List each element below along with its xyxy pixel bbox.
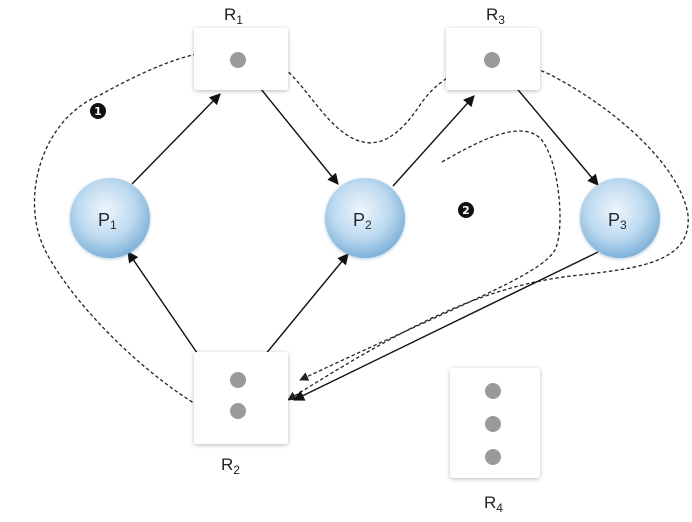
r4-instance-dot-1 xyxy=(485,383,501,399)
r2-instance-dot-1 xyxy=(230,372,246,388)
r4-instance-dot-3 xyxy=(485,449,501,465)
cycle-1-path xyxy=(33,49,689,433)
r3-instance-dot xyxy=(484,52,500,68)
edge-p1-to-r1 xyxy=(131,93,221,185)
p1-label: P1 xyxy=(98,210,117,232)
resource-r2: R2 xyxy=(194,352,288,477)
r2-instance-dot-2 xyxy=(230,403,246,419)
process-p1: P1 xyxy=(70,178,150,258)
cycle-2-path xyxy=(299,130,561,381)
p2-label: P2 xyxy=(353,210,372,232)
resource-r1: R1 xyxy=(194,5,288,90)
edge-p2-to-r3 xyxy=(392,95,475,187)
svg-text:1: 1 xyxy=(94,105,102,118)
svg-text:2: 2 xyxy=(462,204,470,217)
r1-instance-dot xyxy=(230,52,246,68)
cycle-marker-1: 1 xyxy=(90,103,106,119)
r4-instance-dot-2 xyxy=(485,416,501,432)
process-p3: P3 xyxy=(580,178,660,258)
edge-p3-to-r2 xyxy=(292,251,599,401)
r3-label: R3 xyxy=(486,5,505,27)
r4-label: R4 xyxy=(484,493,503,515)
process-p2: P2 xyxy=(325,178,405,258)
p3-label: P3 xyxy=(608,210,627,232)
resource-r3: R3 xyxy=(446,5,540,90)
cycle-marker-2: 2 xyxy=(458,202,474,218)
r1-label: R1 xyxy=(224,5,243,27)
r2-label: R2 xyxy=(221,455,240,477)
resource-r4: R4 xyxy=(450,368,540,515)
